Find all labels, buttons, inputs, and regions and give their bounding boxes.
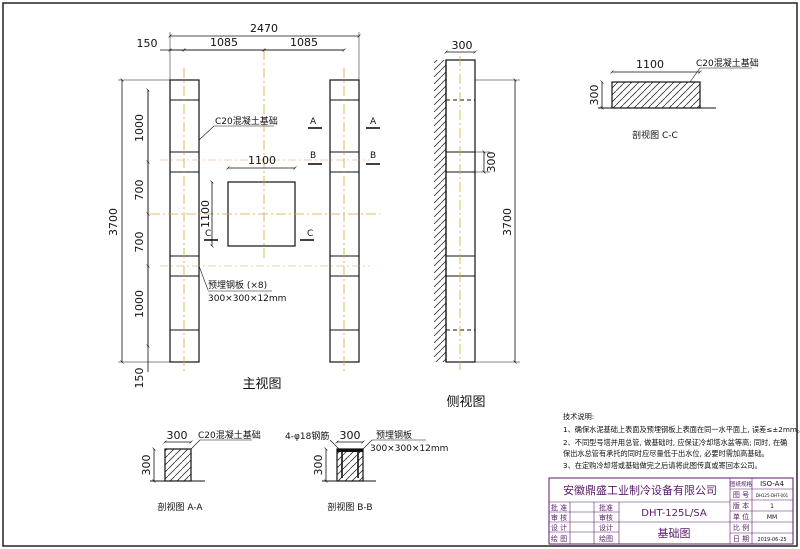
- mark-b-left: B: [310, 151, 316, 161]
- dim-half-right: 1085: [290, 36, 318, 49]
- section-aa: 300 300 C20混凝土基础 剖视图 A-A: [140, 429, 261, 513]
- cc-label: C20混凝土基础: [696, 57, 759, 69]
- dim-seg-bottom: 1000: [133, 290, 146, 318]
- label-plate-title: 预埋钢板 (×8): [208, 279, 267, 291]
- tb-left-2: 设 计: [551, 523, 567, 532]
- tb-right-value-0: ISO-A4: [760, 480, 784, 488]
- bb-plate-size: 300×300×12mm: [370, 444, 448, 454]
- center-pad: [150, 50, 380, 267]
- aa-dim-height: 300: [140, 455, 153, 476]
- dim-total-height: 3700: [107, 208, 120, 236]
- section-cc: 1100 300 C20混凝土基础 剖视图 C-C: [588, 57, 759, 141]
- technical-notes: 技术说明: 1、确保水泥基础上表面及预埋钢板上表面在同一水平面上, 误差≤±2m…: [563, 412, 800, 470]
- pad-dimensions: 1100 1100: [199, 154, 297, 248]
- mark-a-left: A: [310, 117, 317, 127]
- title-block: 安徽鼎盛工业制冷设备有限公司 DHT-125L/SA 基础图 批 准 审 核 设…: [548, 477, 794, 545]
- dim-pad-width: 1100: [248, 154, 276, 167]
- tb-right-label-4: 比 例: [733, 523, 749, 532]
- tb-right-label-2: 版 本: [733, 501, 749, 510]
- tb-mid-2: 设计: [599, 523, 613, 532]
- notes-line-2: 2、不同型号塔并用总管, 做基础时, 应保证冷却塔水盆等高; 同时, 在确: [563, 438, 787, 447]
- main-callouts: C20混凝土基础 预埋钢板 (×8) 300×300×12mm: [198, 115, 286, 304]
- tb-drawing-name: 基础图: [658, 527, 691, 540]
- aa-label: C20混凝土基础: [198, 429, 261, 441]
- bb-dim-width: 300: [340, 429, 361, 442]
- left-dimensions: 3700 1000 700 700 1000 150: [107, 78, 170, 389]
- tb-right-value-5: 2019-06-25: [757, 537, 786, 543]
- tb-right-label-1: 图 号: [733, 491, 749, 499]
- caption-section-aa: 剖视图 A-A: [157, 501, 203, 513]
- cc-dim-height: 300: [588, 85, 601, 106]
- left-column: [169, 68, 200, 372]
- mark-c-left: C: [205, 229, 211, 239]
- tb-right-label-0: 图纸规格: [730, 480, 753, 488]
- tb-right-label-5: 日 期: [733, 535, 749, 543]
- caption-section-bb: 剖视图 B-B: [327, 501, 372, 513]
- notes-line-3: 保出水总管有承托的同时应尽量低于出水位, 必要时需加高基础。: [563, 449, 769, 458]
- dim-seg-mid2: 700: [133, 232, 146, 253]
- bb-plate-title: 预埋钢板: [376, 429, 412, 441]
- tb-mid-3: 绘图: [599, 534, 613, 543]
- dim-left-offset: 150: [137, 37, 158, 50]
- tb-company: 安徽鼎盛工业制冷设备有限公司: [563, 483, 717, 497]
- side-dim-height: 3700: [501, 208, 514, 236]
- dim-seg-top: 1000: [133, 114, 146, 142]
- top-dimensions: 2470 150 1085 1085: [137, 22, 361, 80]
- bb-dim-height: 300: [312, 455, 325, 476]
- section-bb: 300 300 4-φ18钢筋 预埋钢板 300×300×12mm 剖视图 B-…: [285, 429, 448, 513]
- aa-dim-width: 300: [167, 429, 188, 442]
- tb-right-label-3: 单 位: [733, 512, 749, 521]
- dim-seg-mid1: 700: [133, 180, 146, 201]
- dim-pad-height: 1100: [199, 200, 212, 228]
- bb-rebar: 4-φ18钢筋: [285, 430, 329, 442]
- tb-right-value-2: 1: [770, 503, 774, 510]
- notes-title: 技术说明:: [563, 412, 594, 421]
- caption-main-view: 主视图: [242, 377, 281, 392]
- tb-left-3: 绘 图: [551, 534, 567, 543]
- dim-total-width: 2470: [250, 22, 278, 35]
- caption-section-cc: 剖视图 C-C: [632, 129, 678, 141]
- side-dim-plate: 300: [485, 152, 498, 173]
- mark-b-right: B: [370, 151, 376, 161]
- mark-a-right: A: [370, 117, 377, 127]
- side-dim-width: 300: [452, 39, 473, 52]
- dim-half-left: 1085: [210, 36, 238, 49]
- section-marks: A A B B C C: [204, 117, 380, 241]
- mark-c-right: C: [307, 229, 313, 239]
- right-column: [329, 68, 360, 372]
- tb-mid-0: 批准: [599, 503, 613, 512]
- caption-side-view: 侧视图: [446, 395, 485, 410]
- side-view: 300 300 3700 侧视图: [434, 39, 520, 410]
- tb-mid-1: 审核: [599, 513, 613, 522]
- tb-left-1: 审 核: [551, 513, 567, 522]
- tb-model: DHT-125L/SA: [641, 508, 707, 519]
- label-concrete: C20混凝土基础: [215, 115, 278, 127]
- label-plate-size: 300×300×12mm: [208, 294, 286, 304]
- dim-bottom-offset: 150: [133, 368, 146, 389]
- tb-right-value-1: DH125-DHT-001: [756, 493, 789, 498]
- notes-line-1: 1、确保水泥基础上表面及预埋钢板上表面在同一水平面上, 误差≤±2mm。: [563, 425, 800, 434]
- cc-dim-width: 1100: [636, 58, 664, 71]
- tb-left-0: 批 准: [551, 503, 567, 512]
- notes-line-4: 3、在定购冷却塔或基础做完之后请将此图传真或寄回本公司。: [563, 461, 762, 470]
- main-view: 2470 150 1085 1085 3700 1000 700 700 100…: [107, 22, 380, 392]
- tb-right-value-3: MM: [767, 514, 777, 521]
